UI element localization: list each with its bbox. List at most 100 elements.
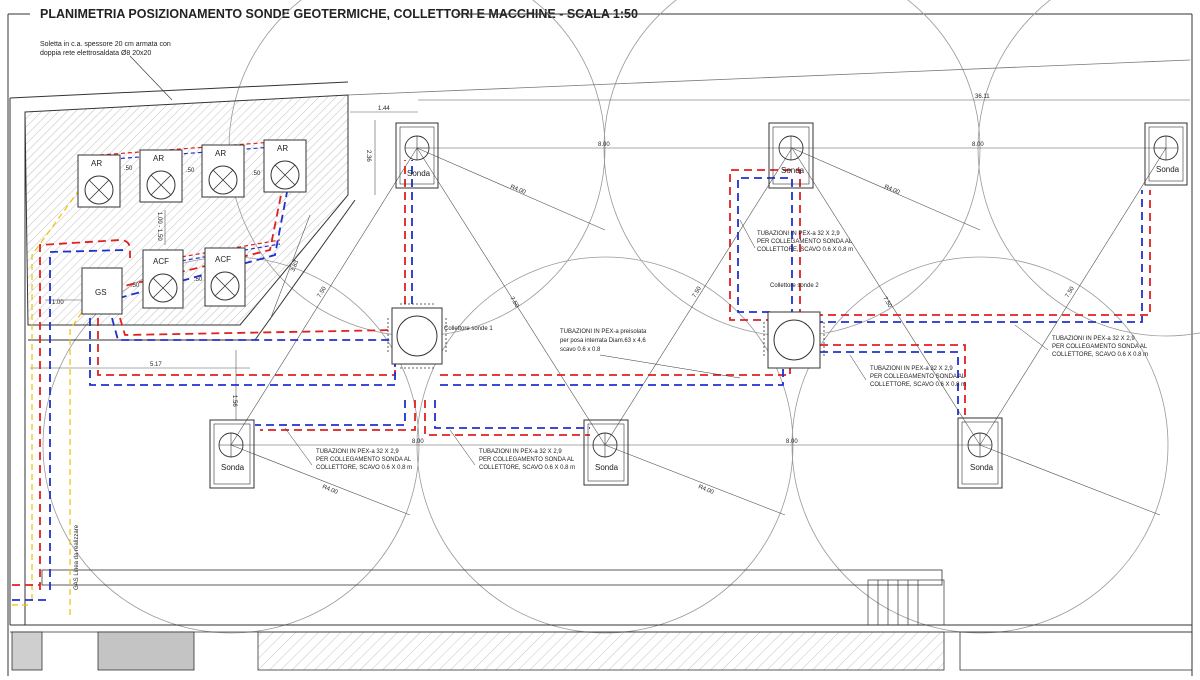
boundary-line-long (347, 59, 1191, 96)
dim-label: 7.50 (1065, 285, 1077, 299)
probe-label: Sonda (407, 169, 431, 178)
probe-1: Sonda (395, 122, 439, 189)
dim-label: R4.00 (883, 184, 901, 196)
svg-text:TUBAZIONI IN PEX-a preisolata: TUBAZIONI IN PEX-a preisolata (560, 329, 647, 335)
probe-6: Sonda (957, 417, 1003, 489)
dim-label: 8.00 (972, 142, 984, 148)
unit-label: AR (91, 159, 102, 168)
dim-label: 7.50 (881, 296, 893, 310)
dim-label: 8.00 (412, 439, 424, 445)
probe-label: Sonda (595, 463, 619, 472)
bottom-block-left (11, 631, 43, 671)
unit-ar-2: AR (139, 149, 183, 203)
unit-ar-3: AR (201, 144, 245, 198)
svg-text:TUBAZIONI IN PEX-a 32 X 2,9: TUBAZIONI IN PEX-a 32 X 2,9 (1052, 336, 1135, 342)
svg-text:COLLETTORE, SCAVO 0.6 X 0.8 m: COLLETTORE, SCAVO 0.6 X 0.8 m (870, 382, 966, 388)
unit-label: ACF (153, 257, 169, 266)
pipe-note-probe-c: TUBAZIONI IN PEX-a 32 X 2,9 PER COLLEGAM… (849, 354, 966, 388)
dim-label: 1.00 (52, 300, 64, 306)
dim-label: .50 (131, 283, 140, 289)
unit-label: GS (95, 288, 107, 297)
pipe-note-preinsulated: TUBAZIONI IN PEX-a preisolata per posa i… (560, 329, 741, 379)
dim-label: 1.00 - 1.50 (156, 212, 162, 241)
unit-gs: GS (81, 267, 123, 315)
bottom-strip (41, 569, 943, 586)
svg-text:PER COLLEGAMENTO SONDA AL: PER COLLEGAMENTO SONDA AL (1052, 344, 1148, 350)
slab-diagonal-edge (254, 199, 356, 341)
dim-label: .50 (194, 277, 203, 283)
pipe-note-probe-b: TUBAZIONI IN PEX-a 32 X 2,9 PER COLLEGAM… (1014, 324, 1148, 358)
return-pipes (12, 149, 1143, 601)
boundary-wall-top (9, 81, 349, 99)
unit-label: ACF (215, 255, 231, 264)
dim-label: R4.00 (697, 484, 715, 496)
bottom-block-mid (97, 631, 195, 671)
slab-note-line1: Soletta in c.a. spessore 20 cm armata co… (40, 41, 171, 48)
collector-2-label: Collettore sonde 2 (770, 283, 819, 289)
svg-text:TUBAZIONI IN PEX-a 32 X 2,9: TUBAZIONI IN PEX-a 32 X 2,9 (757, 231, 840, 237)
probe-label: Sonda (781, 166, 805, 175)
bottom-wall-hatch (257, 631, 945, 671)
probe-5: Sonda (583, 419, 629, 486)
unit-ar-4: AR (263, 139, 307, 193)
unit-pipes (99, 139, 301, 263)
svg-text:COLLETTORE, SCAVO 0.6 X 0.8 m: COLLETTORE, SCAVO 0.6 X 0.8 m (757, 247, 853, 253)
svg-text:PER COLLEGAMENTO SONDA AL: PER COLLEGAMENTO SONDA AL (757, 239, 853, 245)
svg-text:PER COLLEGAMENTO SONDA AL: PER COLLEGAMENTO SONDA AL (316, 457, 412, 463)
slab-note-leader (129, 55, 173, 101)
dim-label: 1.56 (231, 395, 237, 407)
probe-4: Sonda (209, 419, 255, 489)
svg-text:TUBAZIONI IN PEX-a 32 X 2,9: TUBAZIONI IN PEX-a 32 X 2,9 (479, 449, 562, 455)
unit-acf-1: ACF (142, 249, 184, 309)
svg-text:TUBAZIONI IN PEX-a 32 X 2,9: TUBAZIONI IN PEX-a 32 X 2,9 (870, 366, 953, 372)
probe-label: Sonda (1156, 165, 1180, 174)
unit-label: AR (277, 144, 288, 153)
dim-label: .50 (252, 171, 261, 177)
collector-2: Collettore sonde 2 (763, 283, 825, 369)
probe-3: Sonda (1144, 122, 1188, 186)
dim-label: 3.83 (290, 259, 300, 273)
unit-label: AR (153, 154, 164, 163)
concrete-slab (24, 94, 349, 326)
unit-ar-1: AR (77, 154, 121, 208)
dim-label: 2.36 (365, 150, 371, 162)
dim-label: R4.00 (509, 184, 527, 196)
dim-label: .50 (124, 166, 133, 172)
svg-text:COLLETTORE, SCAVO 0.6 X 0.8 m: COLLETTORE, SCAVO 0.6 X 0.8 m (316, 465, 412, 471)
svg-text:per posa interrata Diam.63 x 4: per posa interrata Diam.63 x 4,6 (560, 338, 646, 344)
unit-acf-2: ACF (204, 247, 246, 307)
dim-label: 7.50 (317, 285, 329, 299)
collector-1: Collettore sonde 1 (387, 303, 493, 369)
svg-text:scavo 0.6 x 0.8: scavo 0.6 x 0.8 (560, 347, 601, 353)
probe-label: Sonda (221, 463, 245, 472)
dimensions (30, 99, 1190, 516)
pipe-note-probe-a: TUBAZIONI IN PEX-a 32 X 2,9 PER COLLEGAM… (739, 219, 853, 253)
gas-line-label: GAS Linea da realizzare (74, 524, 80, 590)
svg-text:TUBAZIONI IN PEX-a 32 X 2,9: TUBAZIONI IN PEX-a 32 X 2,9 (316, 449, 399, 455)
dim-label: 36.11 (975, 94, 990, 100)
probe-2: Sonda (768, 122, 814, 189)
dim-label: R4.00 (321, 484, 339, 496)
unit-label: AR (215, 149, 226, 158)
dim-label: .50 (186, 168, 195, 174)
svg-text:PER COLLEGAMENTO SONDA AL: PER COLLEGAMENTO SONDA AL (479, 457, 575, 463)
pipe-note-probe-d: TUBAZIONI IN PEX-a 32 X 2,9 PER COLLEGAM… (284, 427, 412, 471)
dim-label: 7.50 (508, 296, 520, 310)
dim-label: 7.50 (692, 285, 704, 299)
dim-label: 5.17 (150, 362, 162, 368)
gas-line (12, 174, 91, 615)
svg-text:PER COLLEGAMENTO SONDA AL: PER COLLEGAMENTO SONDA AL (870, 374, 966, 380)
svg-text:COLLETTORE, SCAVO 0.6 X 0.8 m: COLLETTORE, SCAVO 0.6 X 0.8 m (1052, 352, 1148, 358)
collector-1-label: Collettore sonde 1 (444, 326, 493, 332)
pipe-note-probe-e: TUBAZIONI IN PEX-a 32 X 2,9 PER COLLEGAM… (449, 429, 575, 471)
dim-label: 1.44 (378, 106, 390, 112)
dim-label: 8.00 (786, 439, 798, 445)
drawing-title: PLANIMETRIA POSIZIONAMENTO SONDE GEOTERM… (40, 7, 638, 21)
stair (867, 579, 945, 626)
svg-text:COLLETTORE, SCAVO 0.6 X 0.8 m: COLLETTORE, SCAVO 0.6 X 0.8 m (479, 465, 575, 471)
bottom-block-right (959, 631, 1193, 671)
probe-label: Sonda (970, 463, 994, 472)
dim-label: 8.00 (598, 142, 610, 148)
slab-note-line2: doppia rete elettrosaldata Ø8 20x20 (40, 50, 151, 57)
